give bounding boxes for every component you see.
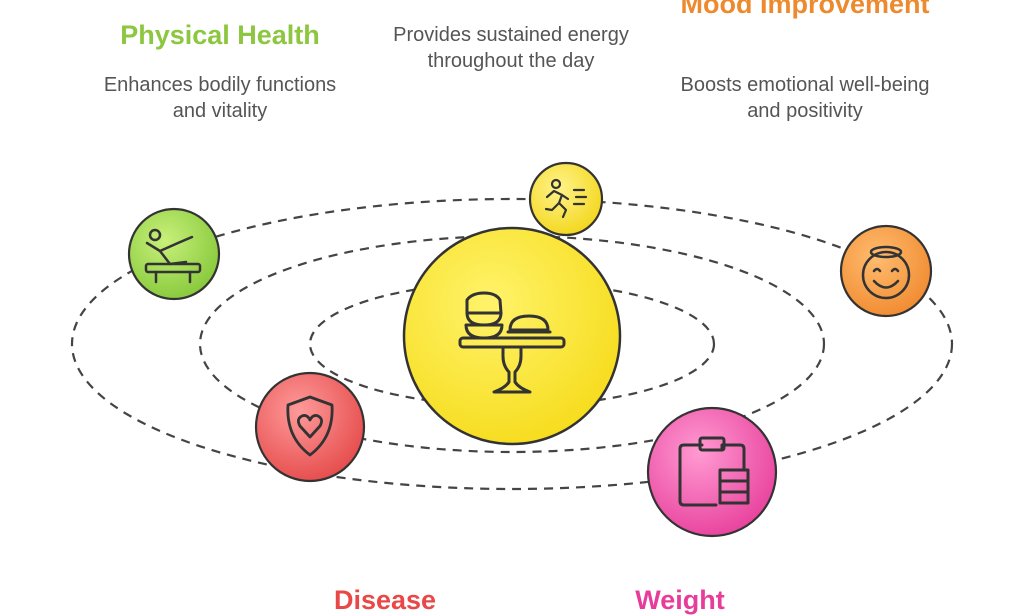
physical-health-title: Physical Health <box>120 20 320 50</box>
mood-description: Boosts emotional well-being and positivi… <box>680 74 930 122</box>
inner-orbit <box>308 280 716 408</box>
physical-health-description: Enhances bodily functions and vitality <box>103 74 337 122</box>
mood-title: Mood Improvement <box>680 0 930 19</box>
center-node <box>402 226 622 446</box>
mood-node <box>839 224 933 318</box>
energy-description: Provides sustained energy throughout the… <box>393 24 629 72</box>
weight-node <box>646 406 778 538</box>
disease-title: Disease <box>333 585 437 615</box>
running-person-icon <box>544 178 588 219</box>
smiley-face-icon <box>861 245 911 300</box>
energy-node <box>528 161 604 237</box>
clipboard-icon <box>678 436 750 507</box>
weight-title: Weight <box>635 585 725 615</box>
disease-node <box>254 371 366 483</box>
physical-health-node <box>127 207 221 301</box>
food-on-stand-icon <box>458 291 566 394</box>
gymnast-icon <box>144 228 202 284</box>
heart-shield-icon <box>286 395 334 457</box>
diagram-canvas <box>70 161 954 538</box>
outer-orbit <box>70 197 954 491</box>
